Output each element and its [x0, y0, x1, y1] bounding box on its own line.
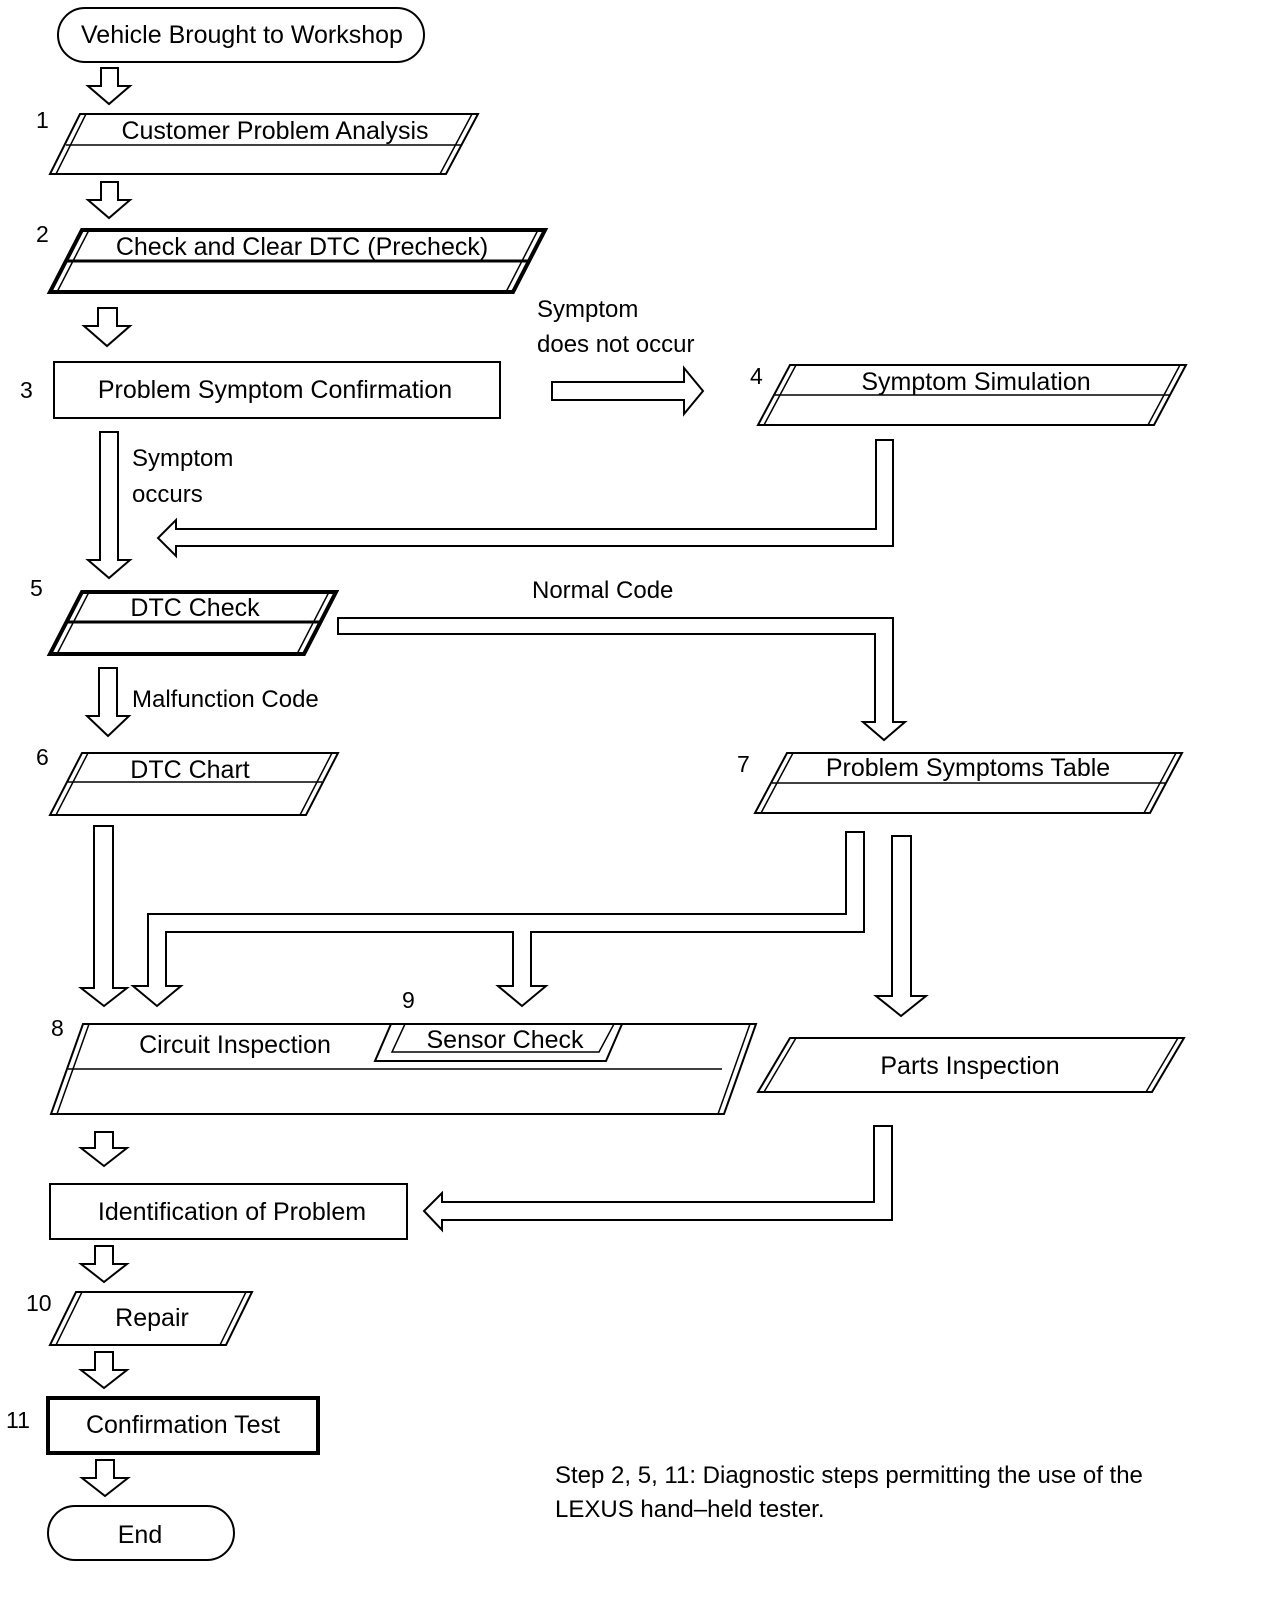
footnote-line1: Step 2, 5, 11: Diagnostic steps permitti… — [555, 1462, 1143, 1489]
arrow-3-to-4 — [551, 365, 705, 417]
step-8-label: Circuit Inspection — [139, 1031, 331, 1059]
step-4-parallelogram: Symptom Simulation — [756, 364, 1188, 426]
step-11-label: Confirmation Test — [86, 1411, 280, 1439]
parts-inspection-parallelogram: Parts Inspection — [756, 1037, 1186, 1093]
step-7-label: Problem Symptoms Table — [826, 754, 1110, 782]
arrow-7-to-parts — [873, 835, 929, 1018]
arrow-start-to-1 — [85, 67, 133, 106]
step-7-number: 7 — [737, 751, 750, 777]
arrow-8-to-identification — [78, 1131, 130, 1168]
label-normal-code: Normal Code — [532, 577, 673, 604]
label-malfunction-code: Malfunction Code — [132, 686, 319, 713]
step-10-label: Repair — [115, 1304, 189, 1332]
start-label: Vehicle Brought to Workshop — [81, 21, 403, 49]
arrow-identification-to-10 — [78, 1245, 130, 1284]
arrow-5-to-7 — [337, 617, 908, 742]
label-symptom-not-occur-line2: does not occur — [537, 331, 694, 358]
step-4-label: Symptom Simulation — [861, 368, 1090, 396]
arrow-6-to-8 — [78, 825, 130, 1008]
end-terminal: End — [47, 1505, 235, 1561]
arrow-7-to-8-and-9 — [130, 831, 865, 1008]
step-9-parallelogram: Sensor Check — [373, 1023, 624, 1062]
step-5-number: 5 — [30, 575, 43, 601]
label-symptom-not-occur-line1: Symptom — [537, 296, 638, 323]
step-6-number: 6 — [36, 744, 49, 770]
step-2-parallelogram: Check and Clear DTC (Precheck) — [46, 228, 549, 294]
step-4-number: 4 — [750, 363, 763, 389]
footnote-line2: LEXUS hand–held tester. — [555, 1496, 825, 1523]
label-symptom-occurs-line1: Symptom — [132, 445, 233, 472]
step-5-parallelogram: DTC Check — [46, 590, 340, 656]
step-10-number: 10 — [26, 1290, 52, 1316]
step-10-parallelogram: Repair — [48, 1291, 254, 1346]
step-3-box: Problem Symptom Confirmation — [53, 361, 501, 419]
arrow-1-to-2 — [85, 181, 133, 220]
parts-inspection-label: Parts Inspection — [880, 1052, 1059, 1080]
step-1-number: 1 — [36, 107, 49, 133]
step-1-parallelogram: Customer Problem Analysis — [48, 113, 480, 175]
identification-label: Identification of Problem — [98, 1198, 366, 1226]
step-1-label: Customer Problem Analysis — [121, 117, 428, 145]
step-11-number: 11 — [6, 1407, 30, 1433]
step-7-parallelogram: Problem Symptoms Table — [753, 752, 1184, 814]
step-9-number: 9 — [402, 987, 415, 1013]
end-label: End — [118, 1521, 162, 1549]
arrow-2-to-3 — [81, 307, 133, 348]
step-6-label: DTC Chart — [130, 756, 250, 784]
start-terminal: Vehicle Brought to Workshop — [57, 7, 425, 63]
step-2-number: 2 — [36, 221, 49, 247]
step-5-label: DTC Check — [130, 594, 260, 622]
arrow-5-to-6 — [84, 667, 132, 738]
step-11-box: Confirmation Test — [46, 1396, 320, 1455]
arrow-3-to-5 — [85, 431, 133, 580]
arrow-parts-to-identification — [422, 1125, 893, 1233]
step-8-number: 8 — [51, 1015, 64, 1041]
label-symptom-occurs-line2: occurs — [132, 481, 203, 508]
step-3-number: 3 — [20, 377, 33, 403]
step-9-label: Sensor Check — [426, 1026, 584, 1054]
arrow-10-to-11 — [78, 1351, 130, 1390]
step-3-label: Problem Symptom Confirmation — [98, 376, 452, 404]
arrow-11-to-end — [79, 1459, 131, 1498]
step-6-parallelogram: DTC Chart — [48, 752, 340, 816]
identification-box: Identification of Problem — [49, 1183, 408, 1240]
arrow-4-to-5 — [156, 439, 894, 559]
step-2-label: Check and Clear DTC (Precheck) — [116, 233, 488, 261]
